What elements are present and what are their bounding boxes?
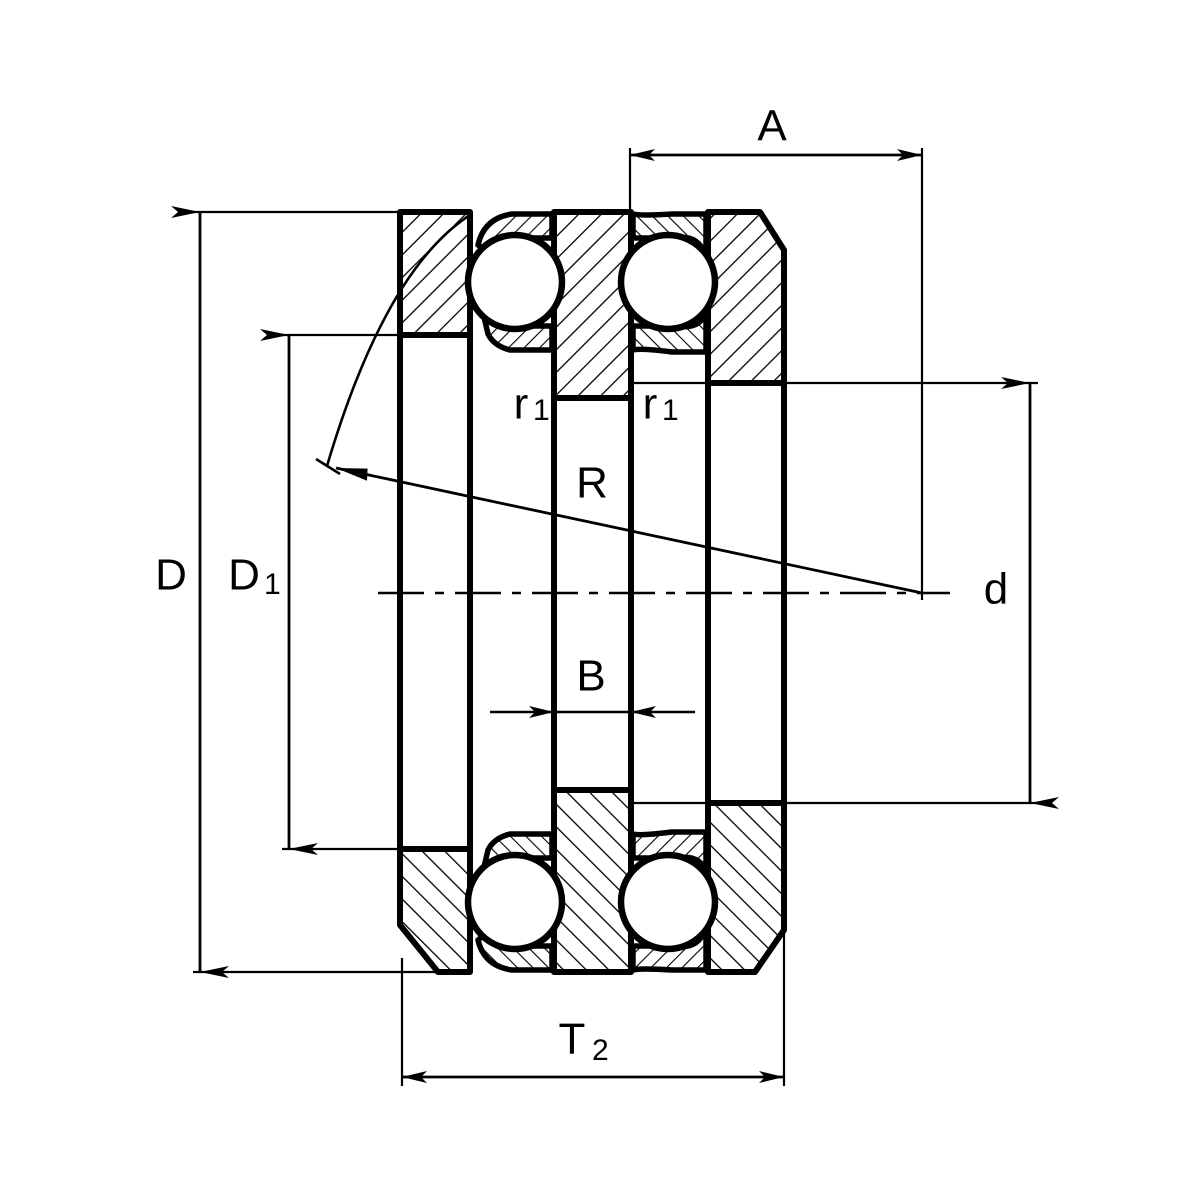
fillet-label-r1-right-base: r [643,380,658,429]
radius-tick [315,457,341,476]
dimension-T2-subscript: 2 [592,1034,609,1067]
fillet-label-r1-left-base: r [514,380,529,429]
fillet-label-r1-left: r 1 [514,380,550,429]
dimension-d-label: d [984,565,1008,614]
radius-arc [325,213,471,467]
dimension-D1-label: D [228,551,260,600]
dimension-B-label: B [576,652,605,701]
fillet-label-r1-left-subscript: 1 [533,394,550,427]
ball-bottom-left [464,851,566,953]
dimension-d: d [984,377,1059,809]
dimension-D1: D 1 [228,329,318,855]
ball-top-right [617,231,719,333]
ball-top-left [464,231,566,333]
r-label-witness-marks [551,450,634,560]
fillet-label-r1-right: r 1 [643,380,679,429]
dimension-D-label: D [155,551,187,600]
dimension-B: B [490,652,695,718]
radius-label-R: R [576,459,608,508]
dimension-T2-label: T [559,1015,586,1064]
housing-washer-top-right [705,209,787,386]
shaft-washer-top [551,209,634,401]
bore-profile-lines [400,333,784,851]
dimension-T2: T 2 [402,1015,784,1083]
fillet-label-r1-right-subscript: 1 [662,394,679,427]
housing-washer-bottom-right [705,800,787,975]
dimension-A: A [630,102,922,161]
rolling-elements [464,231,719,953]
dimension-A-label: A [757,102,787,151]
dimension-D: D [155,206,229,978]
shaft-washer-bottom [551,787,634,975]
dimension-D1-subscript: 1 [264,568,281,601]
ball-bottom-right [617,851,719,953]
